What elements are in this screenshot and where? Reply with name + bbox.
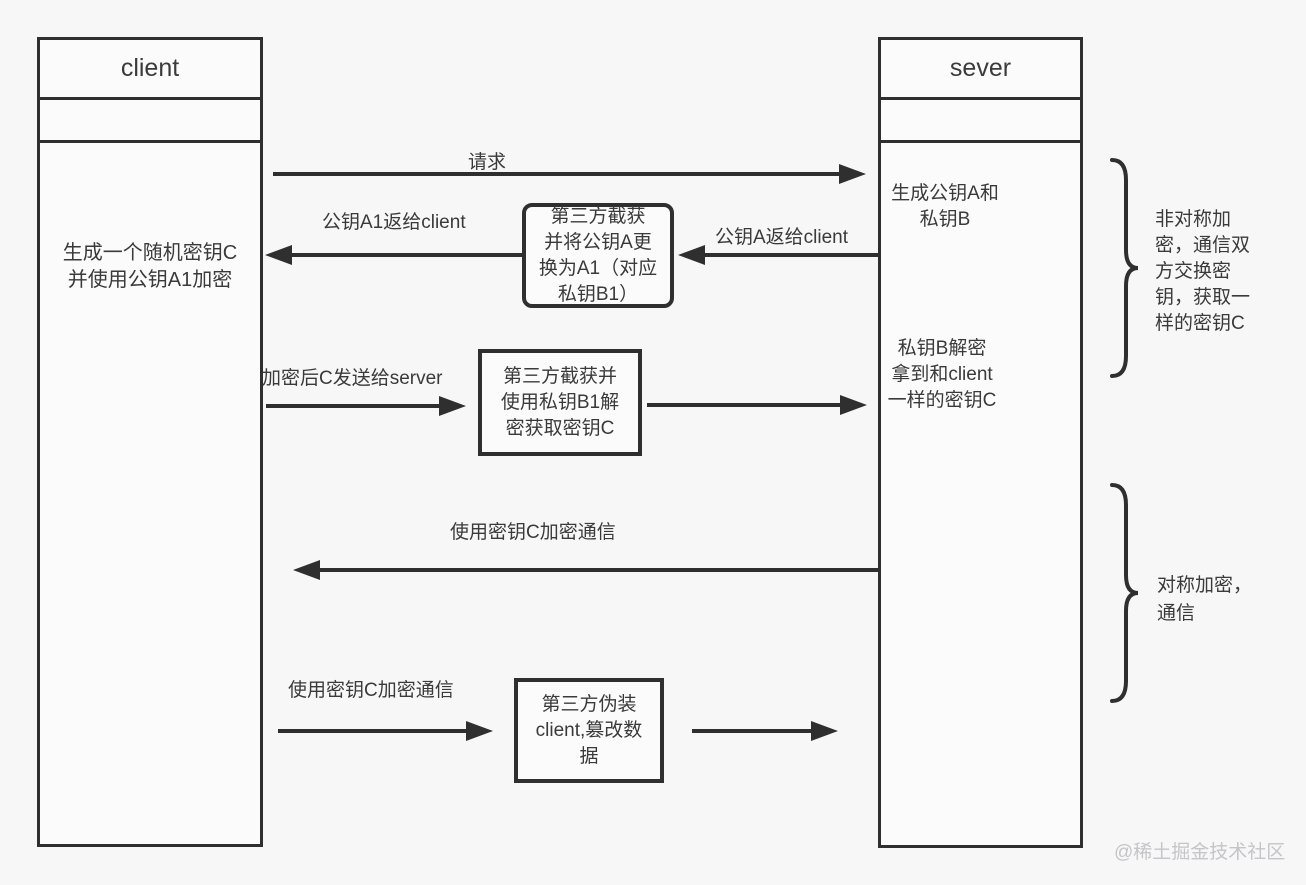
arrow-shaft (702, 253, 878, 257)
arrow-shaft (317, 568, 878, 572)
arrow-shaft (273, 172, 842, 176)
arrowhead-left-icon (293, 560, 320, 580)
arrow-shaft (692, 729, 814, 733)
arrowhead-right-icon (839, 164, 866, 184)
client-header: client (37, 37, 263, 100)
client-body-text: 生成一个随机密钥C 并使用公钥A1加密 (62, 242, 238, 291)
arrowhead-right-icon (840, 395, 867, 415)
arrowhead-right-icon (439, 396, 466, 416)
server-lifeline-body (878, 140, 1083, 848)
mitm-box-fake-client: 第三方伪装 client,篡改数 据 (514, 678, 664, 783)
server-title: sever (949, 54, 1012, 82)
arrow-shaft (278, 729, 469, 733)
request-arrow-label: 请求 (467, 152, 506, 173)
annotation-asymmetric: 非对称加 密，通信双 方交换密 钥，获取一 样的密钥C (1155, 209, 1251, 334)
arrowhead-right-icon (466, 721, 493, 741)
arrowhead-left-icon (678, 245, 705, 265)
arrow-shaft (647, 403, 843, 407)
a-to-client-label: 公钥A返给client (715, 227, 849, 248)
client-title: client (120, 54, 180, 82)
a1-to-client-label: 公钥A1返给client (322, 212, 466, 233)
sym-comm2-label: 使用密钥C加密通信 (288, 680, 454, 701)
curly-brace-icon (1110, 158, 1139, 378)
server-header-compartment (878, 97, 1083, 143)
client-header-compartment (37, 97, 263, 143)
curly-brace-icon (1110, 483, 1139, 703)
c-to-server-label: 加密后C发送给server (262, 368, 443, 389)
sym-comm1-label: 使用密钥C加密通信 (450, 522, 616, 543)
annotation-symmetric: 对称加密， 通信 (1157, 575, 1253, 624)
arrowhead-right-icon (811, 721, 838, 741)
mitm-box-decrypt-c: 第三方截获并 使用私钥B1解 密获取密钥C (478, 349, 642, 456)
server-header: sever (878, 37, 1083, 100)
server-keygen-text: 生成公钥A和 私钥B (891, 183, 999, 230)
arrow-shaft (266, 404, 442, 408)
server-decrypt-text: 私钥B解密 拿到和client 一样的密钥C (887, 338, 997, 411)
arrow-shaft (289, 253, 522, 257)
arrowhead-left-icon (265, 245, 292, 265)
watermark: @稀土掘金技术社区 (1114, 842, 1286, 863)
mitm-box-swap-key: 第三方截获 并将公钥A更 换为A1（对应 私钥B1） (522, 203, 674, 308)
client-lifeline-body (37, 140, 263, 847)
